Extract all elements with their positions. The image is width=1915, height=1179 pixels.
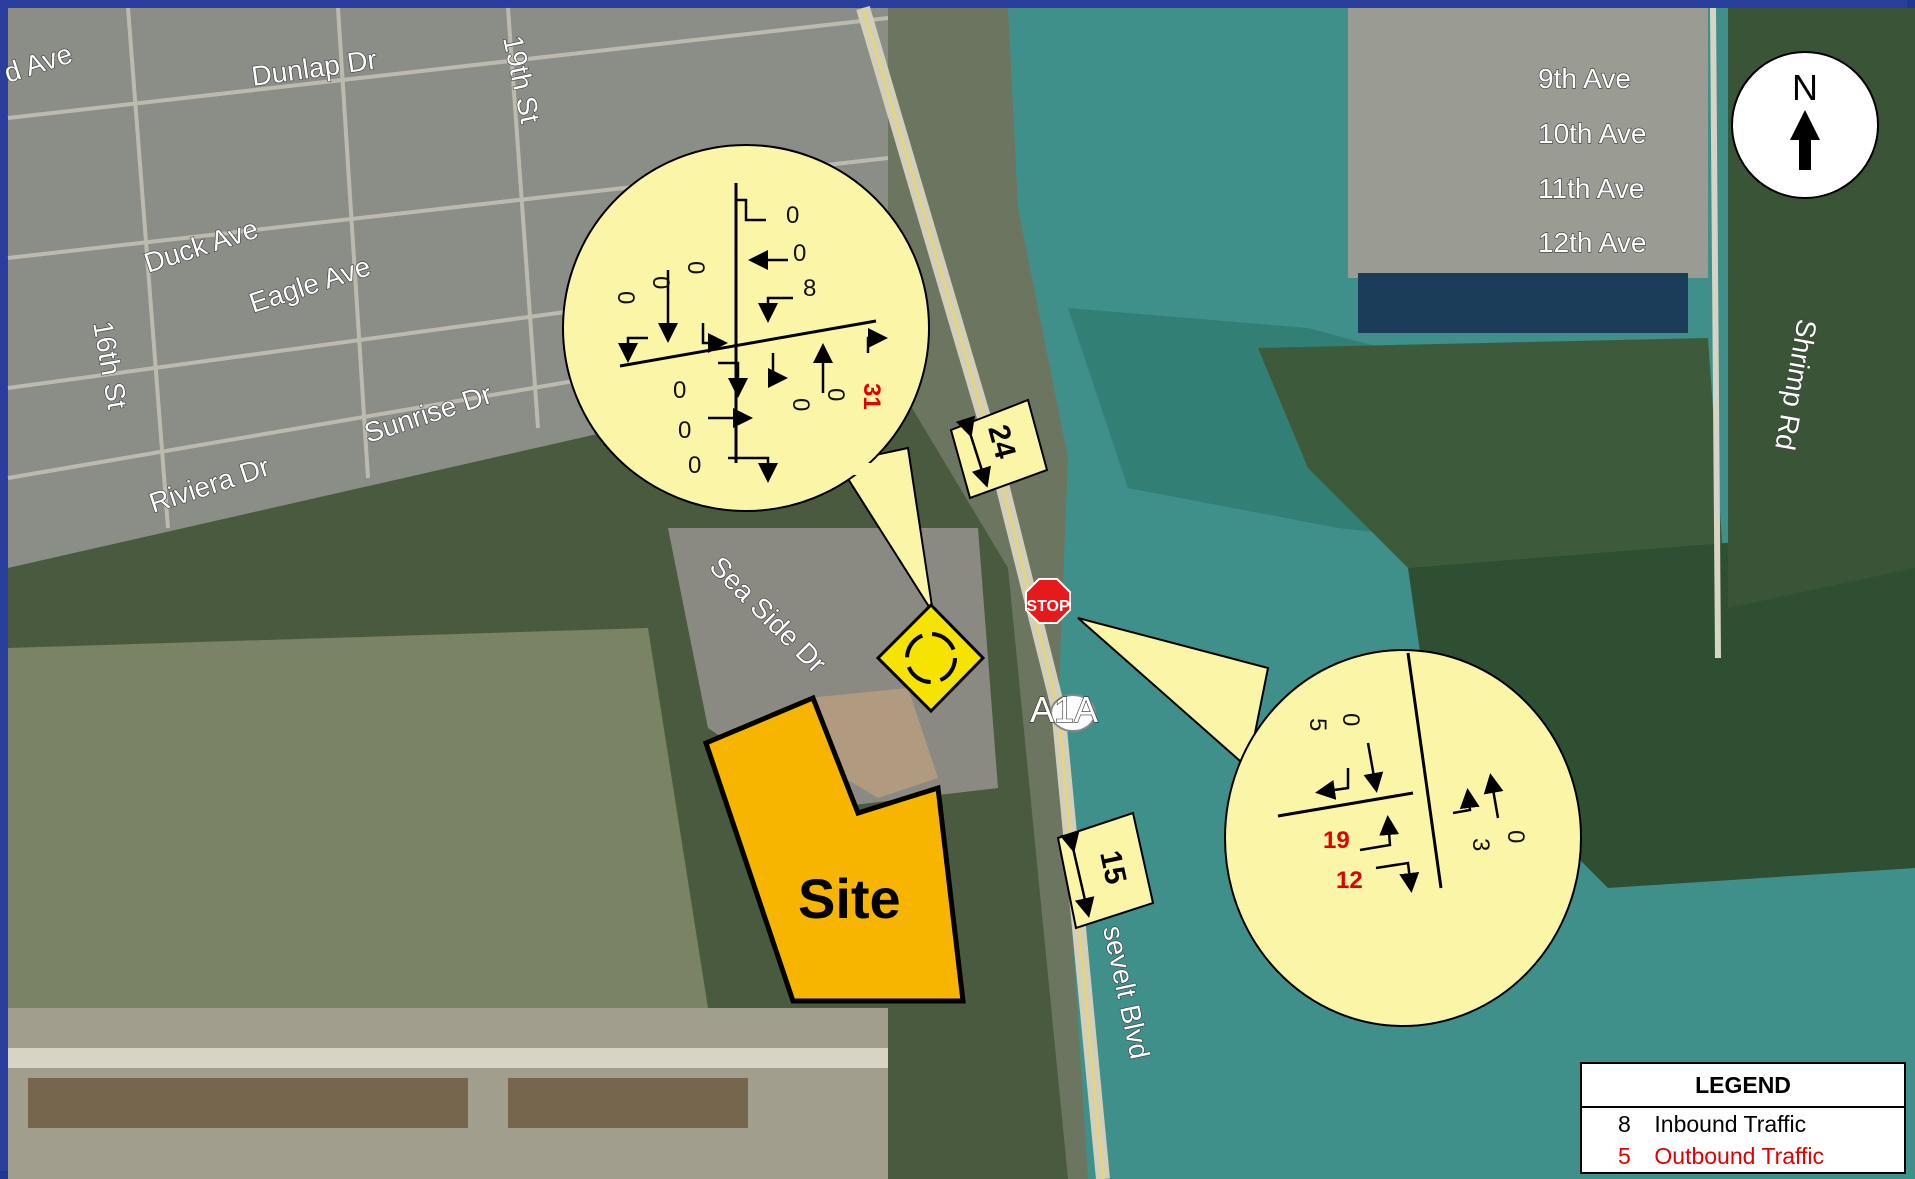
a1a-shield: A1A (1029, 688, 1099, 732)
legend-item-outbound: 5 Outbound Traffic (1582, 1140, 1904, 1172)
arrow-icon (736, 198, 766, 222)
arrow-icon (618, 336, 648, 363)
arrow-icon (1375, 861, 1420, 893)
arrow-icon (718, 361, 748, 398)
volume-label: 0 (682, 261, 709, 274)
volume-label: 5 (1304, 718, 1331, 731)
roundabout-callout: 0 0 8 0 0 0 0 0 0 0 0 31 (562, 144, 934, 614)
arrow-icon (1363, 742, 1384, 793)
site-label: Site (798, 867, 901, 930)
arrow-icon (1452, 788, 1480, 815)
arrow-icon (701, 323, 728, 353)
volume-label: 0 (786, 202, 799, 229)
street-label: 9th Ave (1538, 63, 1631, 94)
arrow-icon (768, 353, 788, 388)
runway (8, 1048, 888, 1068)
volume-label: 0 (793, 240, 806, 267)
arrow-icon (758, 296, 793, 323)
volume-label: 0 (688, 452, 701, 479)
arrow-icon (728, 456, 778, 483)
legend-label: Inbound Traffic (1654, 1111, 1807, 1137)
north-arrow-icon (1790, 110, 1820, 170)
roundabout-icon (905, 632, 957, 684)
volume-label: 0 (678, 417, 691, 444)
volume-label: 8 (803, 275, 816, 302)
legend: LEGEND 8 Inbound Traffic 5 Outbound Traf… (1580, 1062, 1906, 1174)
shrimp-rd (1710, 7, 1721, 659)
volume-label: 0 (787, 398, 814, 411)
site-parcel (702, 694, 966, 1004)
north-arrow: N (1731, 51, 1879, 199)
arrow-icon (1359, 815, 1400, 852)
count-box-south: 15 (1056, 811, 1155, 930)
ne-residential (1348, 8, 1708, 278)
street-label: 10th Ave (1538, 118, 1646, 149)
stop-callout: 0 5 19 12 0 3 (1077, 617, 1582, 1027)
street-label: 11th Ave (1538, 173, 1644, 204)
stop-sign-text: STOP (1026, 598, 1070, 615)
arrow-icon (1483, 773, 1504, 819)
legend-title: LEGEND (1582, 1064, 1904, 1108)
volume-label: 3 (1467, 838, 1494, 851)
street-label: 12th Ave (1538, 227, 1646, 258)
roundabout-sign (875, 602, 986, 714)
volume-label: 12 (1336, 867, 1363, 894)
aerial-map: d Ave Dunlap Dr 19th St Duck Ave Eagle A… (0, 6, 1915, 1179)
legend-value: 8 (1618, 1111, 1631, 1137)
count-box-north: 24 (949, 398, 1049, 500)
volume-label: 0 (1337, 713, 1364, 726)
volume-label: 0 (1502, 830, 1529, 843)
north-label: N (1792, 67, 1818, 108)
volume-label: 0 (612, 291, 639, 304)
volume-label: 0 (673, 377, 686, 404)
legend-label: Outbound Traffic (1654, 1143, 1825, 1169)
scrub-area (8, 628, 708, 1018)
volume-label: 19 (1323, 827, 1350, 854)
link-count: 15 (1093, 848, 1132, 888)
legend-item-inbound: 8 Inbound Traffic (1582, 1108, 1904, 1140)
stop-sign: STOP (1025, 578, 1071, 624)
legend-value: 5 (1618, 1143, 1631, 1169)
arrow-icon (866, 328, 888, 353)
arrow-icon (1315, 768, 1350, 800)
volume-label: 31 (858, 383, 885, 410)
route-shield-label: A1A (1030, 689, 1098, 730)
volume-label: 0 (647, 276, 674, 289)
residential-area (8, 8, 888, 568)
canal (1358, 273, 1688, 333)
volume-label: 0 (822, 388, 849, 401)
